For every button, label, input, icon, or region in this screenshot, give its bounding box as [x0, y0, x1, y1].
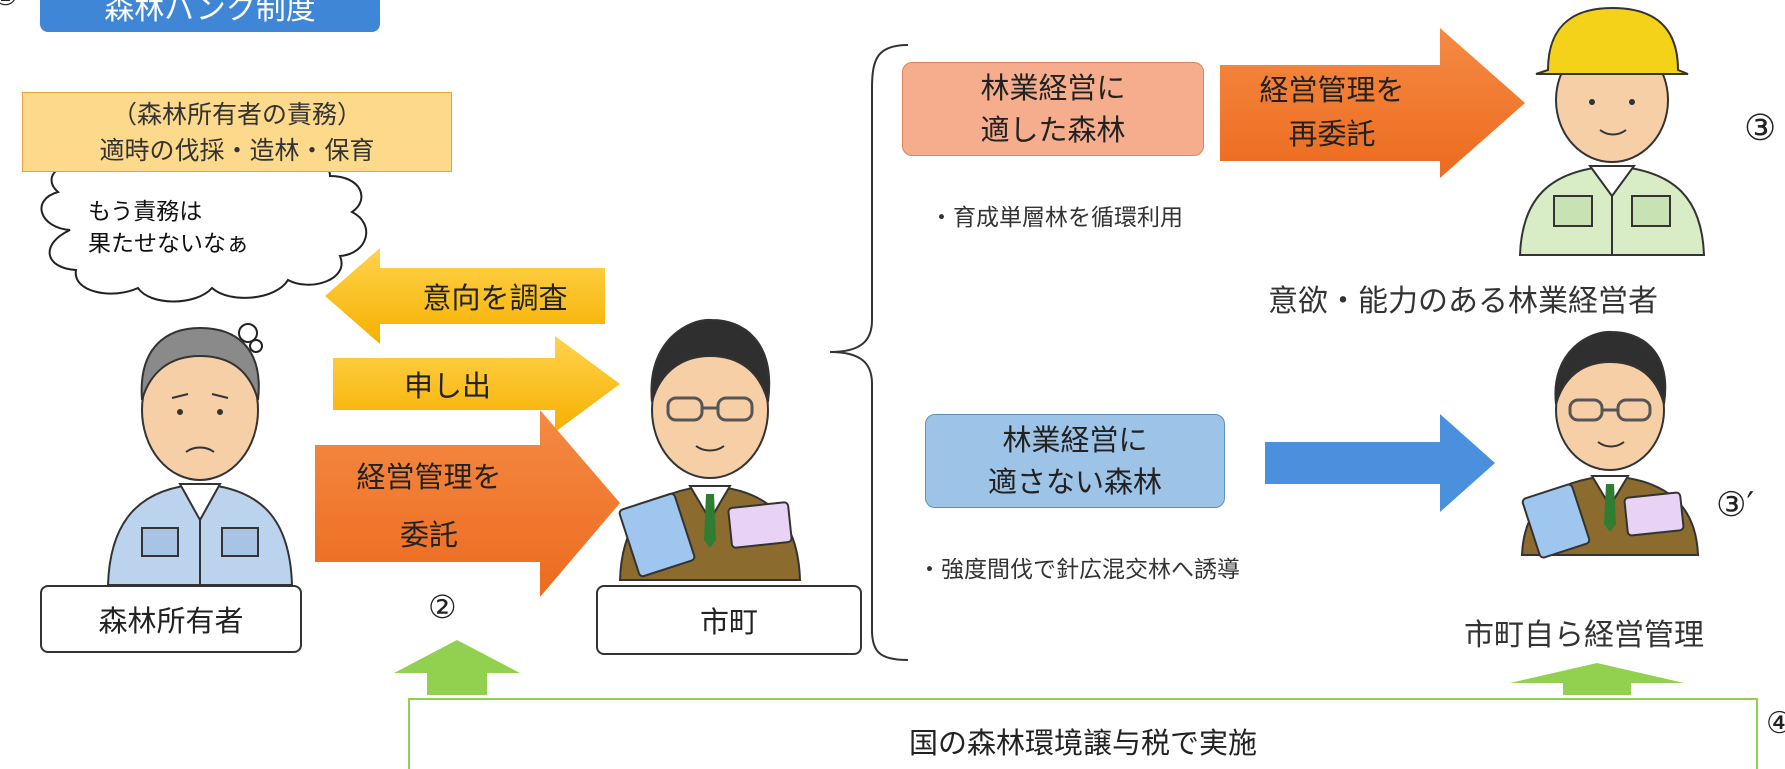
thought-line2: 果たせないなぁ — [88, 231, 249, 257]
green-arrow-left — [394, 640, 520, 695]
unsuited-forest-box: 林業経営に 適さない森林 — [925, 414, 1225, 508]
step4-marker: ④ — [1766, 706, 1785, 741]
request-label: 申し出 — [403, 369, 491, 403]
suited-line1: 林業経営に — [980, 71, 1126, 105]
suited-note: ・育成単層林を循環利用 — [930, 205, 1183, 231]
owner-label-box: 森林所有者 — [40, 585, 302, 653]
entrust-line1: 経営管理を — [356, 460, 502, 494]
city-self-label: 市町自ら経営管理 — [1464, 618, 1704, 653]
obligation-line2: 適時の伐採・造林・保育 — [99, 136, 375, 165]
owner-person-icon — [106, 326, 294, 586]
reentrust-arrow — [1220, 28, 1525, 178]
owner-obligation-box: （森林所有者の責務） 適時の伐採・造林・保育 — [22, 92, 452, 172]
bottom-tax-box: 国の森林環境譲与税で実施 — [408, 698, 1758, 769]
entrust-label: 経営管理を 委託 — [318, 448, 540, 564]
unsuited-note: ・強度間伐で針広混交林へ誘導 — [918, 557, 1240, 583]
city-label-box: 市町 — [596, 585, 862, 655]
step3-prime-marker: ③′ — [1716, 485, 1755, 525]
branch-bracket — [829, 44, 909, 661]
step2-marker: ② — [428, 588, 457, 626]
forestry-worker-icon — [1518, 6, 1706, 256]
entrust-line2: 委託 — [399, 518, 458, 552]
reentrust-label: 経営管理を 再委託 — [1224, 68, 1440, 156]
title-banner: 森林バンク制度 — [40, 0, 380, 32]
unsuited-line2: 適さない森林 — [987, 465, 1162, 499]
reentrust-line2: 再委託 — [1288, 117, 1376, 151]
title-number: ① — [0, 0, 19, 13]
request-arrow — [333, 336, 620, 432]
thought-bubble-icon — [40, 144, 368, 353]
city-official-right-icon — [1520, 330, 1700, 559]
obligation-line1: （森林所有者の責務） — [111, 100, 362, 129]
manager-label: 意欲・能力のある林業経営者 — [1268, 284, 1658, 319]
reentrust-line1: 経営管理を — [1259, 73, 1405, 107]
city-official-icon — [618, 318, 802, 581]
suited-line2: 適した森林 — [980, 113, 1126, 147]
green-arrow-right — [1510, 663, 1684, 695]
thought-line1: もう責務は — [88, 199, 203, 225]
city-self-arrow — [1265, 414, 1495, 512]
suited-forest-box: 林業経営に 適した森林 — [902, 62, 1204, 156]
thought-text: もう責務は 果たせないなぁ — [88, 196, 249, 260]
entrust-arrow — [315, 410, 620, 597]
survey-arrow — [325, 248, 605, 344]
unsuited-line1: 林業経営に — [1002, 423, 1148, 457]
survey-label: 意向を調査 — [422, 281, 568, 315]
step3-marker: ③ — [1744, 108, 1777, 149]
